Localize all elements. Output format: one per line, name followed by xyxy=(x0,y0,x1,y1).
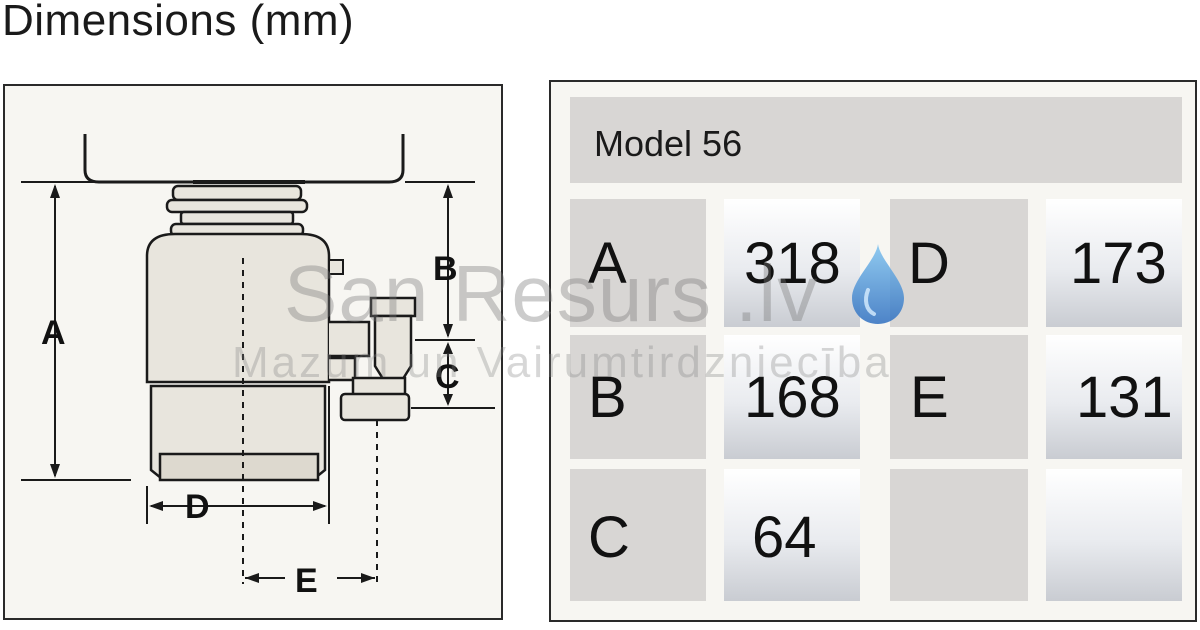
value-cell: 131 xyxy=(1046,335,1182,459)
table-row: C xyxy=(570,469,706,601)
value-b: 168 xyxy=(744,365,841,430)
dimension-table: Model 56 A 318 D 173 B 168 E 131 C 64 xyxy=(549,80,1197,622)
key-cell: E xyxy=(890,335,1028,459)
label-b: B xyxy=(433,250,458,288)
key-c: C xyxy=(588,505,630,570)
value-d: 173 xyxy=(1070,231,1167,296)
key-cell: D xyxy=(890,199,1028,327)
label-d: D xyxy=(185,488,210,526)
label-a: A xyxy=(41,314,66,352)
disposer-drawing: A B C D E xyxy=(21,134,495,600)
water-drop-icon xyxy=(852,244,904,324)
key-cell: A xyxy=(588,231,627,296)
table-row: A xyxy=(570,199,706,327)
empty-cell xyxy=(890,469,1028,601)
table-row: B xyxy=(570,335,706,459)
label-c: C xyxy=(435,358,460,396)
empty-cell xyxy=(1046,469,1182,601)
disposer-body xyxy=(145,232,331,384)
value-cell: 173 xyxy=(1046,199,1182,327)
key-d: D xyxy=(908,231,950,296)
watermark-tagline: Mazum un Vairumtirdzniecība xyxy=(232,338,892,387)
value-a: 318 xyxy=(744,231,841,296)
sink-outline xyxy=(83,134,405,184)
model-header: Model 56 xyxy=(570,97,1182,183)
label-e: E xyxy=(295,562,318,600)
page-title: Dimensions (mm) xyxy=(2,0,355,45)
value-cell: 64 xyxy=(724,469,860,601)
value-e: 131 xyxy=(1076,365,1173,430)
model-name: Model 56 xyxy=(594,123,743,164)
watermark-brand: San Resurs .lv xyxy=(284,249,819,338)
key-b: B xyxy=(588,365,627,430)
value-c: 64 xyxy=(752,505,817,570)
value-cell: 318 xyxy=(724,199,860,327)
value-cell: 168 xyxy=(724,335,860,459)
dimension-diagram: A B C D E xyxy=(3,84,503,620)
key-e: E xyxy=(910,365,949,430)
